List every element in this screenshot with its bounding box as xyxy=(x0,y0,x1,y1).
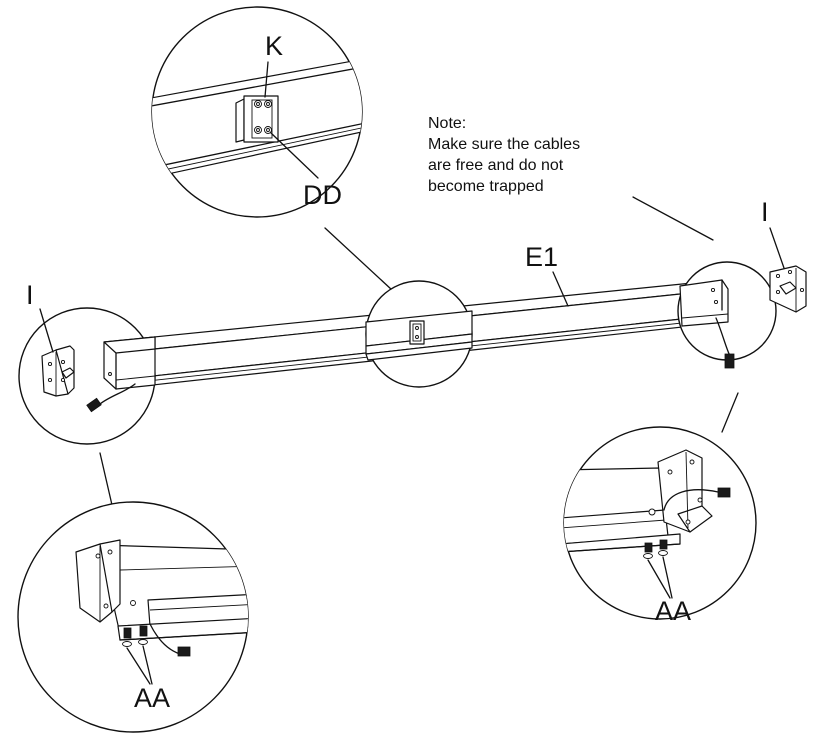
leader-e1 xyxy=(552,271,569,307)
right-end-content xyxy=(679,265,807,369)
label-k: K xyxy=(265,31,283,61)
bottom-right-content xyxy=(564,449,731,559)
note-line-3: are free and do not xyxy=(428,157,564,174)
callout-leader-lines xyxy=(99,196,739,506)
bottom-left-content xyxy=(75,539,248,657)
note-line-1: Note: xyxy=(428,115,466,132)
label-e1: E1 xyxy=(525,242,558,272)
label-i-left: I xyxy=(26,280,34,310)
center-circle-content xyxy=(365,310,473,361)
leader-k xyxy=(264,61,269,98)
leader-dd xyxy=(270,132,319,179)
leader-i-left xyxy=(39,308,54,353)
label-aa-left: AA xyxy=(134,683,170,713)
label-aa-right: AA xyxy=(655,596,691,626)
note-line-2: Make sure the cables xyxy=(428,136,580,153)
leader-i-right xyxy=(769,227,785,269)
leader-aa-right xyxy=(647,556,673,599)
label-i-right: I xyxy=(761,197,769,227)
leader-aa-left xyxy=(126,645,153,685)
left-end-content xyxy=(41,336,156,413)
top-circle-content xyxy=(152,55,362,181)
cable-note: Note: Make sure the cables are free and … xyxy=(428,115,580,195)
note-line-4: become trapped xyxy=(428,178,544,195)
label-dd: DD xyxy=(303,180,342,210)
